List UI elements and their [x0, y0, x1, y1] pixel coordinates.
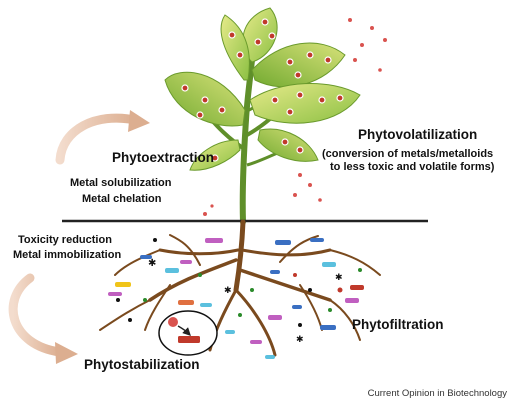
- label-toxicity-reduction: Toxicity reduction: [18, 234, 112, 246]
- label-phytostabilization: Phytostabilization: [84, 357, 200, 372]
- svg-text:✱: ✱: [296, 335, 304, 345]
- label-metal-solubilization: Metal solubilization: [70, 177, 172, 189]
- svg-text:✱: ✱: [224, 286, 232, 296]
- label-phytovolatilization: Phytovolatilization: [358, 127, 478, 142]
- metal-particle-icon: [181, 18, 344, 162]
- curved-arrow-icon: [8, 273, 78, 364]
- label-metal-immobilization: Metal immobilization: [13, 249, 122, 261]
- label-metal-chelation: Metal chelation: [82, 193, 162, 205]
- label-phytoextraction: Phytoextraction: [112, 150, 215, 165]
- plant-leaves: [164, 7, 361, 171]
- immobilization-inset: [158, 310, 218, 356]
- label-phytofiltration: Phytofiltration: [352, 317, 444, 332]
- svg-text:✱: ✱: [148, 258, 156, 269]
- svg-text:✱: ✱: [335, 273, 343, 283]
- plant-roots: [99, 219, 381, 357]
- curved-arrow-icon: [55, 110, 150, 165]
- metal-particle-icon: [203, 18, 387, 216]
- label-volatilization-note-1: (conversion of metals/metalloids: [322, 148, 494, 160]
- soil-particle-icon: ✱ ✱ ✱ ✱: [108, 238, 364, 359]
- source-credit: Current Opinion in Biotechnology: [367, 388, 507, 399]
- label-volatilization-note-2: to less toxic and volatile forms): [330, 161, 495, 173]
